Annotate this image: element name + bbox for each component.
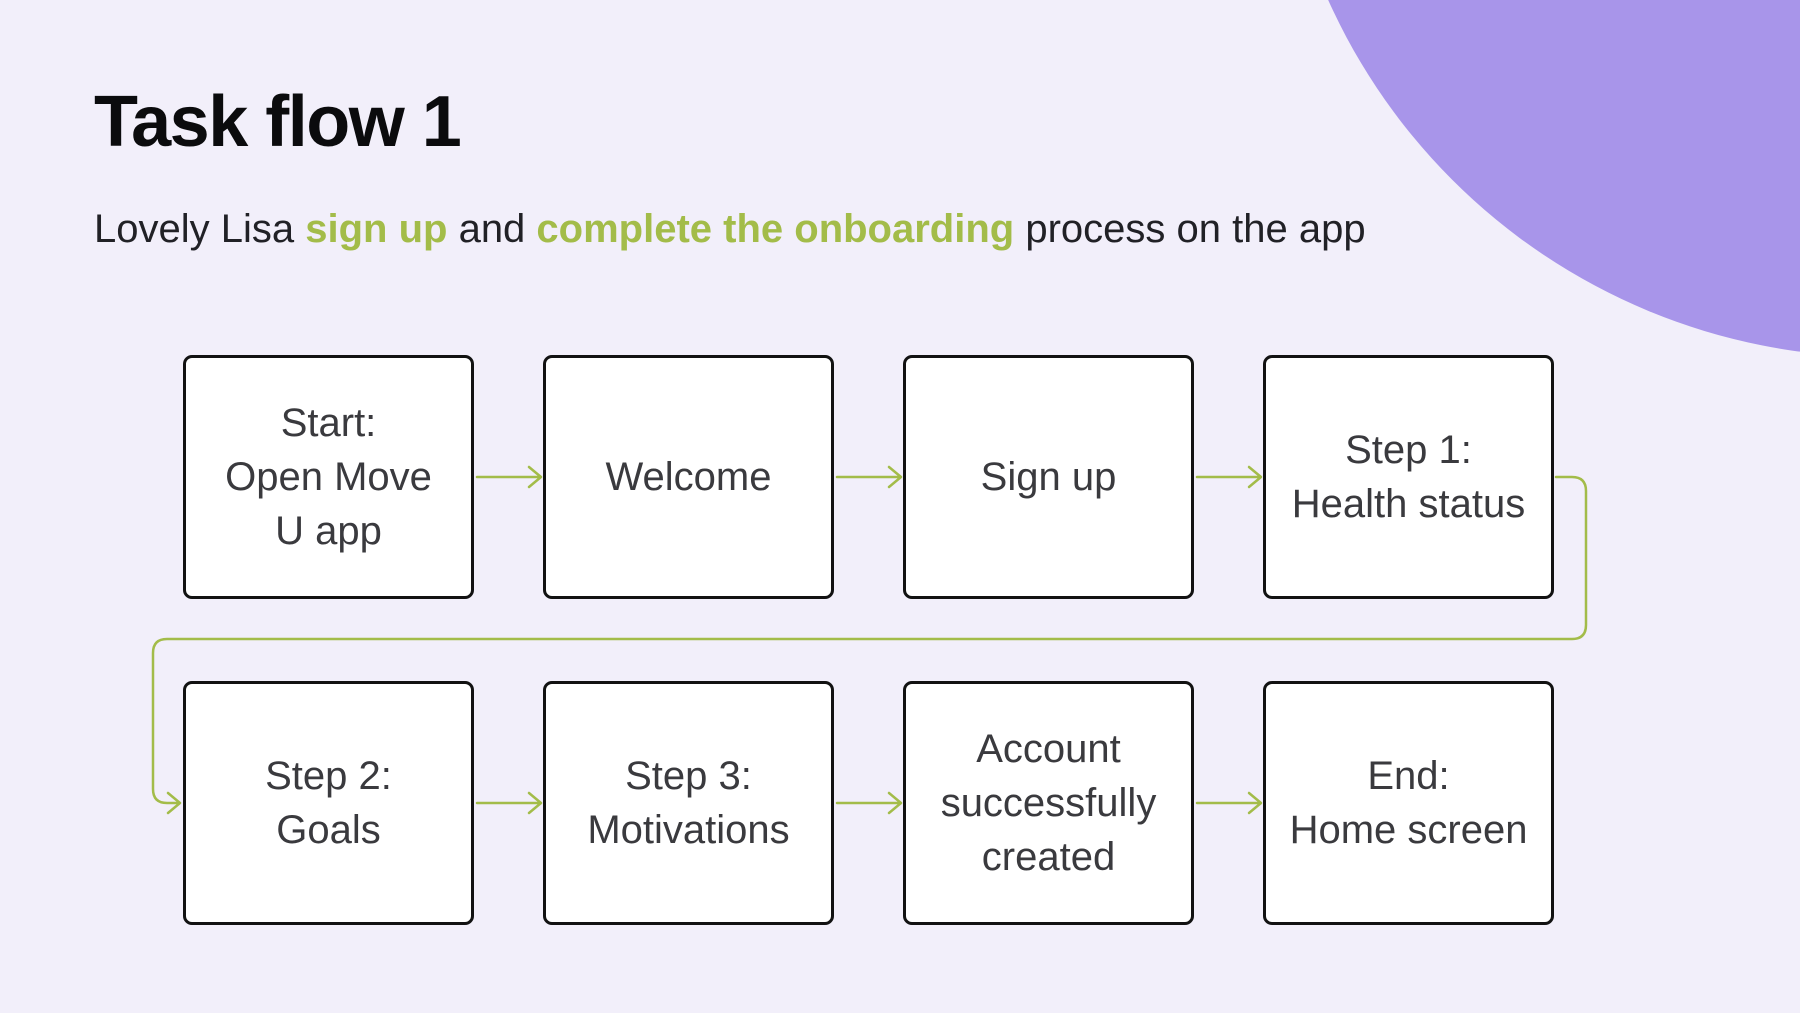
flow-node-welcome: Welcome xyxy=(543,355,834,599)
flow-node-sign-up: Sign up xyxy=(903,355,1194,599)
node-text: created xyxy=(981,835,1116,879)
node-text: Sign up xyxy=(980,455,1117,499)
flow-node-account-created: Account successfully created xyxy=(903,681,1194,925)
page-title: Task flow 1 xyxy=(94,82,462,162)
node-text: Start: xyxy=(280,401,377,445)
connector-arrow-account-end xyxy=(1195,791,1263,815)
node-text: Step 2: xyxy=(265,754,392,798)
node-text: Account xyxy=(976,727,1121,771)
node-text: Welcome xyxy=(605,455,772,499)
flow-node-end: End: Home screen xyxy=(1263,681,1554,925)
flow-node-step-3: Step 3: Motivations xyxy=(543,681,834,925)
node-text: Health status xyxy=(1291,482,1526,526)
connector-arrow-step2-step3 xyxy=(475,791,543,815)
node-text: Motivations xyxy=(587,808,790,852)
subtitle-highlight-onboarding: complete the onboarding xyxy=(536,207,1015,251)
node-text: Step 3: xyxy=(625,754,752,798)
node-text: Home screen xyxy=(1289,808,1528,852)
subtitle-text: Lovely Lisa xyxy=(94,207,306,251)
node-text: End: xyxy=(1367,754,1450,798)
node-text: U app xyxy=(275,509,382,553)
flow-node-step-2: Step 2: Goals xyxy=(183,681,474,925)
subtitle: Lovely Lisa sign up and complete the onb… xyxy=(94,204,1366,254)
connector-arrow-start-welcome xyxy=(475,465,543,489)
connector-arrow-step3-account xyxy=(835,791,903,815)
subtitle-text: process on the app xyxy=(1014,207,1366,251)
subtitle-highlight-sign-up: sign up xyxy=(305,207,448,251)
node-text: Goals xyxy=(276,808,381,852)
flow-node-step-1: Step 1: Health status xyxy=(1263,355,1554,599)
connector-arrow-signup-step1 xyxy=(1195,465,1263,489)
flow-node-start: Start: Open Move U app xyxy=(183,355,474,599)
connector-arrow-step1-step2-wraparound xyxy=(151,475,1588,815)
node-text: Open Move xyxy=(225,455,432,499)
node-text: successfully xyxy=(940,781,1157,825)
node-text: Step 1: xyxy=(1345,428,1472,472)
connector-arrow-welcome-signup xyxy=(835,465,903,489)
subtitle-text: and xyxy=(447,207,537,251)
